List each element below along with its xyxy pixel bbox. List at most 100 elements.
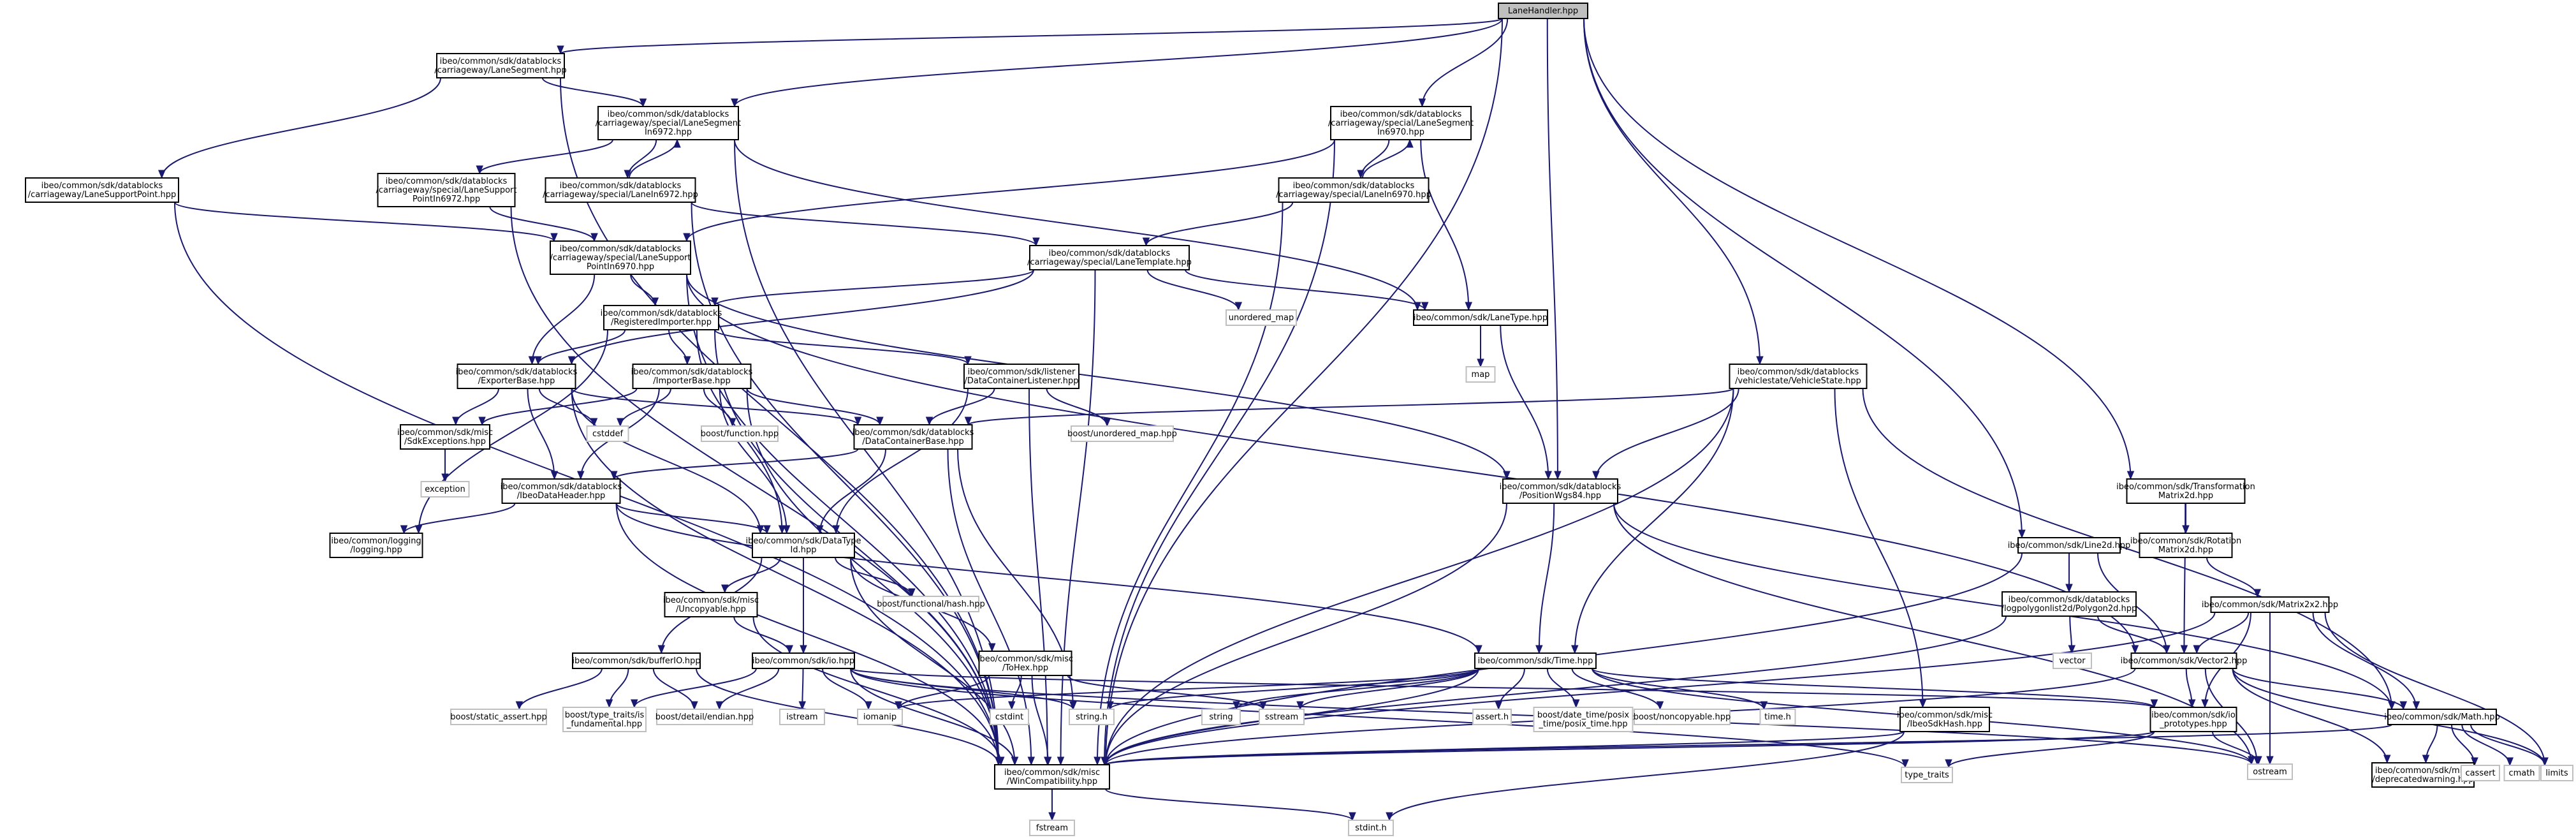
node-line2d[interactable]: ibeo/common/sdk/Line2d.hpp xyxy=(2008,537,2131,554)
node-fstream[interactable]: fstream xyxy=(1029,820,1075,836)
node-laneType[interactable]: ibeo/common/sdk/LaneType.hpp xyxy=(1413,309,1548,326)
node-label: sstream xyxy=(1265,712,1298,722)
node-laneTemplate[interactable]: ibeo/common/sdk/datablocks/carriageway/s… xyxy=(1027,245,1192,270)
node-boostTypeTraits[interactable]: boost/type_traits/is_fundamental.hpp xyxy=(562,707,647,732)
node-spLane6972[interactable]: ibeo/common/sdk/datablocks/carriageway/s… xyxy=(543,177,698,203)
node-box xyxy=(400,424,490,450)
arrowhead-icon xyxy=(854,416,862,426)
node-stringH[interactable]: string.h xyxy=(1069,709,1115,725)
arrowhead-icon xyxy=(2068,645,2075,654)
node-label: /ToHex.hpp xyxy=(1002,663,1048,673)
node-box xyxy=(1474,652,1597,669)
node-box xyxy=(1729,364,1868,389)
node-spLaneSupport6970[interactable]: ibeo/common/sdk/datablocks/carriageway/s… xyxy=(550,240,691,275)
node-typeTraits[interactable]: type_traits xyxy=(1901,767,1953,783)
arrowhead-icon xyxy=(691,701,698,711)
node-ioPrototypes[interactable]: ibeo/common/sdk/io_prototypes.hpp xyxy=(2149,707,2237,732)
node-boostStaticAssert[interactable]: boost/static_assert.hpp xyxy=(450,709,547,725)
node-label: /carriageway/special/LaneSupport xyxy=(550,253,691,263)
node-stdintH[interactable]: stdint.h xyxy=(1348,820,1394,836)
edge-line xyxy=(719,668,780,710)
node-assertH[interactable]: assert.h xyxy=(1472,709,1512,725)
node-map[interactable]: map xyxy=(1465,366,1496,383)
node-unorderedMap[interactable]: unordered_map xyxy=(1226,309,1297,326)
node-exception[interactable]: exception xyxy=(420,481,470,497)
node-timeH[interactable]: time.h xyxy=(1759,709,1796,725)
edge-ioPrototypes-to-winCompat xyxy=(1102,731,2155,766)
node-ibeoDataHeader[interactable]: ibeo/common/sdk/datablocks/IbeoDataHeade… xyxy=(501,478,622,504)
node-vector[interactable]: vector xyxy=(2053,652,2092,669)
node-root[interactable]: LaneHandler.hpp xyxy=(1498,3,1588,19)
node-cstdint[interactable]: cstdint xyxy=(990,709,1029,725)
node-spLaneSegment6972[interactable]: ibeo/common/sdk/datablocks/carriageway/s… xyxy=(596,106,741,140)
node-importerBase[interactable]: ibeo/common/sdk/datablocks/ImporterBase.… xyxy=(631,364,753,389)
node-cassert[interactable]: cassert xyxy=(2461,765,2500,781)
arrowhead-icon xyxy=(673,138,681,148)
node-logPolygon[interactable]: ibeo/common/sdk/datablocks/logpolygonlis… xyxy=(2002,591,2137,617)
node-dcBase[interactable]: ibeo/common/sdk/datablocks/DataContainer… xyxy=(853,424,974,450)
arrowhead-icon xyxy=(550,233,558,242)
node-vector2[interactable]: ibeo/common/sdk/Vector2.hpp xyxy=(2121,652,2248,669)
edge-sdkExceptions-to-exception xyxy=(441,449,449,483)
edge-line xyxy=(479,139,613,174)
node-limits[interactable]: limits xyxy=(2540,765,2573,781)
node-mathHpp[interactable]: ibeo/common/sdk/Math.hpp xyxy=(2384,709,2500,725)
node-sstream[interactable]: sstream xyxy=(1259,709,1305,725)
node-iomanip[interactable]: iomanip xyxy=(857,709,903,725)
node-spLaneSegment6970[interactable]: ibeo/common/sdk/datablocks/carriageway/s… xyxy=(1328,106,1474,140)
node-registeredImporter[interactable]: ibeo/common/sdk/datablocks/RegisteredImp… xyxy=(601,305,722,330)
node-cmath[interactable]: cmath xyxy=(2503,765,2540,781)
edge-line xyxy=(571,388,761,534)
node-sdkExceptions[interactable]: ibeo/common/sdk/misc/SdkExceptions.hpp xyxy=(397,424,493,450)
node-spLane6970[interactable]: ibeo/common/sdk/datablocks/carriageway/s… xyxy=(1276,177,1431,203)
node-toHex[interactable]: ibeo/common/sdk/misc/ToHex.hpp xyxy=(977,651,1073,676)
node-box xyxy=(779,709,825,725)
node-string[interactable]: string xyxy=(1201,709,1241,725)
node-spLaneSupport6972[interactable]: ibeo/common/sdk/datablocks/carriageway/s… xyxy=(376,173,517,207)
arrowhead-icon xyxy=(1901,759,1909,769)
edge-laneTemplate-to-laneType xyxy=(1185,269,1429,311)
node-matrix2x2[interactable]: ibeo/common/sdk/Matrix2x2.hpp xyxy=(2202,596,2338,613)
arrowhead-icon xyxy=(1011,756,1019,766)
node-boostPosixTime[interactable]: boost/date_time/posix_time/posix_time.hp… xyxy=(1533,707,1634,732)
node-box xyxy=(656,709,753,725)
node-cstddef[interactable]: cstddef xyxy=(586,425,629,442)
node-deprecatedWarning[interactable]: ibeo/common/sdk/misc/deprecatedwarning.h… xyxy=(2371,762,2475,788)
node-dcListener[interactable]: ibeo/common/sdk/listener/DataContainerLi… xyxy=(963,364,1079,389)
node-transformationMatrix[interactable]: ibeo/common/sdk/TransformationMatrix2d.h… xyxy=(2116,478,2255,504)
node-istream[interactable]: istream xyxy=(779,709,825,725)
node-label: ibeo/common/sdk/datablocks xyxy=(601,309,722,318)
edge-ibeoDataHeader-to-dataTypeId xyxy=(615,503,771,534)
edge-line xyxy=(613,448,859,480)
edge-line xyxy=(1105,503,1507,765)
edge-line xyxy=(1096,202,1284,765)
node-logging[interactable]: ibeo/common/logging/logging.hpp xyxy=(329,533,423,558)
node-io[interactable]: ibeo/common/sdk/io.hpp xyxy=(752,652,855,669)
edge-mathHpp-to-cassert xyxy=(2451,724,2478,767)
node-positionWgs84[interactable]: ibeo/common/sdk/datablocks/PositionWgs84… xyxy=(1500,478,1621,504)
edge-line xyxy=(1105,388,1734,765)
node-exporterBase[interactable]: ibeo/common/sdk/datablocks/ExporterBase.… xyxy=(456,364,578,389)
node-boostFunction[interactable]: boost/function.hpp xyxy=(701,425,779,442)
node-bufferIO[interactable]: ibeo/common/sdk/bufferIO.hpp xyxy=(572,652,701,669)
node-boostFunctionalHash[interactable]: boost/functional/hash.hpp xyxy=(877,596,985,612)
node-boostNoncopyable[interactable]: boost/noncopyable.hpp xyxy=(1634,709,1731,725)
node-cwLaneSupportPoint[interactable]: ibeo/common/sdk/datablocks/carriageway/L… xyxy=(25,177,179,203)
node-vehicleState[interactable]: ibeo/common/sdk/datablocks/vehiclestate/… xyxy=(1729,364,1868,389)
node-ostream[interactable]: ostream xyxy=(2247,763,2293,780)
node-uncopyable[interactable]: ibeo/common/sdk/misc/Uncopyable.hpp xyxy=(663,592,759,617)
node-boostEndian[interactable]: boost/detail/endian.hpp xyxy=(655,709,754,725)
node-cwLaneSegment[interactable]: ibeo/common/sdk/datablocks/carriageway/L… xyxy=(434,53,567,78)
node-label: ibeo/common/sdk/listener xyxy=(968,367,1076,377)
node-label: ibeo/common/sdk/DataType xyxy=(745,536,861,546)
node-box xyxy=(586,425,629,442)
arrowhead-icon xyxy=(515,701,523,711)
node-winCompat[interactable]: ibeo/common/sdk/misc/WinCompatibility.hp… xyxy=(994,764,1110,790)
node-label: ibeo/common/sdk/datablocks xyxy=(560,244,682,254)
edge-time-to-sstream xyxy=(1296,668,1479,711)
node-boostUnorderedMap[interactable]: boost/unordered_map.hpp xyxy=(1067,425,1177,442)
node-time[interactable]: ibeo/common/sdk/Time.hpp xyxy=(1474,652,1597,669)
node-ibeoSdkHash[interactable]: ibeo/common/sdk/misc/IbeoSdkHash.hpp xyxy=(1897,707,1993,732)
